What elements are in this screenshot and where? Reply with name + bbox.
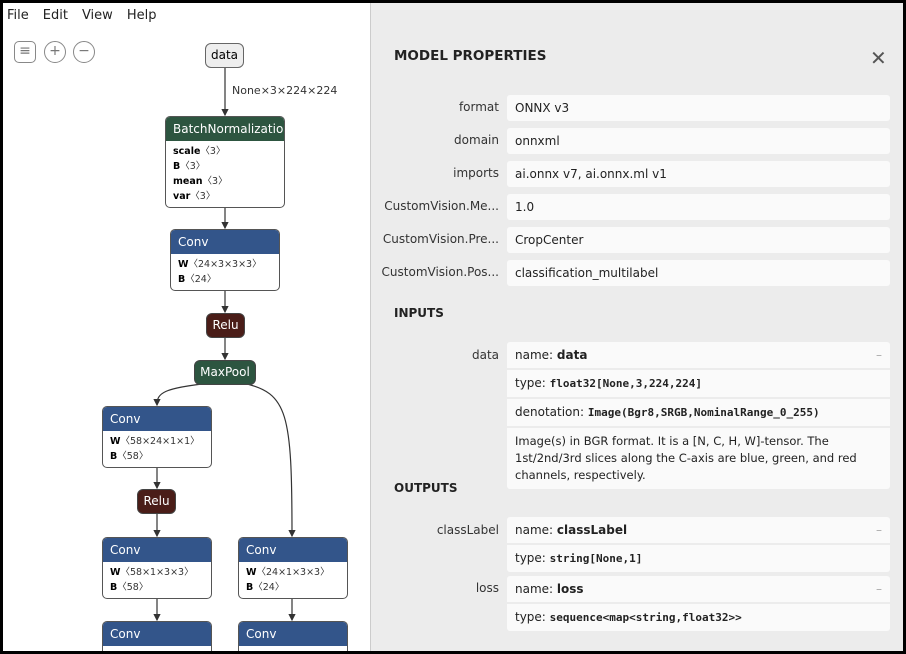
inputs-heading: INPUTS [394, 306, 444, 320]
output-label: classLabel [436, 523, 499, 537]
prop-value: onnxml [515, 134, 560, 148]
output-loss-card[interactable]: name: loss– type: sequence<map<string,fl… [507, 576, 890, 631]
edge [242, 382, 296, 538]
node-batchnormalization[interactable]: BatchNormalization scale〈3〉 B〈3〉 mean〈3〉… [165, 116, 285, 208]
prop-label: CustomVision.Pos... [381, 265, 499, 279]
input-label: data [471, 348, 499, 362]
prop-value: 1.0 [515, 200, 535, 214]
menu-edit[interactable]: Edit [42, 8, 68, 23]
attr-w: W〈24×1×3×3〉 [246, 567, 330, 578]
attr-b: B〈24〉 [178, 274, 217, 285]
prop-label: domain [454, 133, 499, 147]
outputs-heading: OUTPUTS [394, 481, 458, 495]
node-title: BatchNormalization [166, 117, 284, 141]
edge [153, 382, 212, 407]
attr-b: B〈58〉 [110, 582, 149, 593]
menu-help[interactable]: Help [126, 8, 157, 23]
prop-value: classification_multilabel [515, 266, 659, 280]
menu-view[interactable]: View [81, 8, 113, 23]
attr-var: var〈3〉 [173, 191, 216, 202]
attr-w: W〈58×24×1×1〉 [110, 436, 200, 447]
attr-scale: scale〈3〉 [173, 146, 226, 157]
panel-title: MODEL PROPERTIES [394, 48, 547, 64]
node-title: Conv [239, 538, 347, 562]
node-conv[interactable]: Conv [102, 621, 212, 651]
netron-window: File Edit View Help ≡ + − data None×3×22… [3, 3, 903, 651]
graph-edges [153, 67, 296, 622]
input-data-card[interactable]: name: data– type: float32[None,3,224,224… [507, 342, 890, 489]
prop-label: imports [453, 166, 499, 180]
menu-bar: File Edit View Help [7, 8, 156, 23]
sidebar-menu-icon[interactable]: ≡ [14, 41, 36, 63]
prop-value: CropCenter [515, 233, 584, 247]
prop-value: ai.onnx v7, ai.onnx.ml v1 [515, 167, 667, 181]
node-conv[interactable]: Conv W〈58×24×1×1〉 B〈58〉 [102, 406, 212, 468]
collapse-icon[interactable]: – [876, 582, 882, 596]
node-title: Conv [239, 622, 347, 646]
node-title: Conv [171, 230, 279, 254]
close-icon[interactable]: ✕ [870, 46, 887, 70]
output-type: type: string[None,1] [515, 551, 643, 565]
attr-w: W〈24×3×3×3〉 [178, 259, 262, 270]
collapse-icon[interactable]: – [876, 523, 882, 537]
prop-label: format [458, 100, 499, 114]
output-type: type: sequence<map<string,float32>> [515, 610, 742, 624]
input-type: type: float32[None,3,224,224] [507, 370, 890, 399]
node-conv[interactable]: Conv W〈24×3×3×3〉 B〈24〉 [170, 229, 280, 291]
node-maxpool[interactable]: MaxPool [194, 360, 256, 385]
output-name: name: classLabel– [507, 517, 890, 545]
node-title: Conv [103, 622, 211, 646]
edge-label: None×3×224×224 [232, 84, 338, 97]
menu-file[interactable]: File [7, 8, 29, 23]
input-denotation: denotation: Image(Bgr8,SRGB,NominalRange… [507, 399, 890, 428]
node-relu[interactable]: Relu [206, 313, 245, 338]
node-title: Conv [103, 407, 211, 431]
attr-w: W〈58×1×3×3〉 [110, 567, 194, 578]
prop-label: CustomVision.Pre... [382, 232, 499, 246]
output-label: loss [475, 581, 499, 595]
attr-b: B〈3〉 [173, 161, 206, 172]
output-name: name: loss– [507, 576, 890, 604]
input-node-data[interactable]: data [205, 43, 244, 68]
zoom-out-icon[interactable]: − [73, 41, 95, 63]
node-conv[interactable]: Conv [238, 621, 348, 651]
prop-label: CustomVision.Me... [384, 199, 499, 213]
output-classlabel-card[interactable]: name: classLabel– type: string[None,1] [507, 517, 890, 572]
node-relu[interactable]: Relu [137, 489, 176, 514]
node-conv[interactable]: Conv W〈24×1×3×3〉 B〈24〉 [238, 537, 348, 599]
collapse-icon[interactable]: – [876, 348, 882, 362]
prop-value: ONNX v3 [515, 101, 570, 115]
node-title: Conv [103, 538, 211, 562]
attr-mean: mean〈3〉 [173, 176, 228, 187]
attr-b: B〈58〉 [110, 451, 149, 462]
attr-b: B〈24〉 [246, 582, 285, 593]
input-name: name: data– [507, 342, 890, 370]
zoom-in-icon[interactable]: + [44, 41, 66, 63]
input-description: Image(s) in BGR format. It is a [N, C, H… [515, 434, 857, 482]
node-conv[interactable]: Conv W〈58×1×3×3〉 B〈58〉 [102, 537, 212, 599]
model-properties-panel: MODEL PROPERTIES ✕ format ONNX v3 domain o… [370, 3, 903, 651]
